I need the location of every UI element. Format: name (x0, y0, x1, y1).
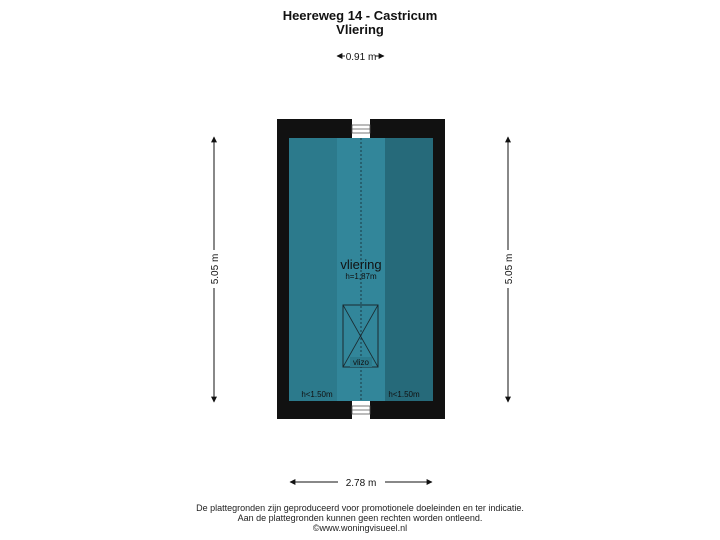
footer-disclaimer-1: De plattegronden zijn geproduceerd voor … (196, 503, 524, 513)
low-ceiling-left: h<1.50m (301, 390, 333, 399)
bottom-width-label: 2.78 m (346, 478, 377, 489)
left-height-label: 5.05 m (210, 254, 221, 285)
top-width-dimension: 0.91 m (336, 52, 385, 63)
hatch-diagonal-2 (342, 304, 379, 368)
plan-title: Heereweg 14 - Castricum (282, 8, 438, 23)
left-height-dimension: 5.05 m (210, 136, 221, 403)
window-top (351, 124, 371, 134)
wall-top-left (277, 119, 352, 138)
wall-top-right (370, 119, 445, 138)
top-width-label: 0.91 m (346, 52, 377, 63)
window-bottom (351, 405, 371, 415)
right-height-label: 5.05 m (504, 254, 515, 285)
hatch-label-bg (350, 357, 372, 367)
plan-subtitle: Vliering (336, 22, 384, 37)
footer-copyright: ©www.woningvisueel.nl (312, 523, 408, 533)
hatch-label: vlizo (353, 358, 370, 367)
wall-left (277, 119, 289, 419)
room-height: h=1,87m (345, 272, 377, 281)
attic-hatch: vlizo (342, 304, 379, 368)
floor-low-right (385, 138, 433, 401)
footer-disclaimer-2: Aan de plattegronden kunnen geen rechten… (237, 513, 483, 523)
right-height-dimension: 5.05 m (504, 136, 515, 403)
wall-bottom-right (370, 401, 445, 419)
walls (277, 119, 445, 419)
bottom-width-dimension: 2.78 m (289, 478, 433, 489)
wall-bottom-left (277, 401, 352, 419)
low-ceiling-right: h<1.50m (388, 390, 420, 399)
wall-right (433, 119, 445, 419)
room-name: vliering (340, 257, 381, 272)
